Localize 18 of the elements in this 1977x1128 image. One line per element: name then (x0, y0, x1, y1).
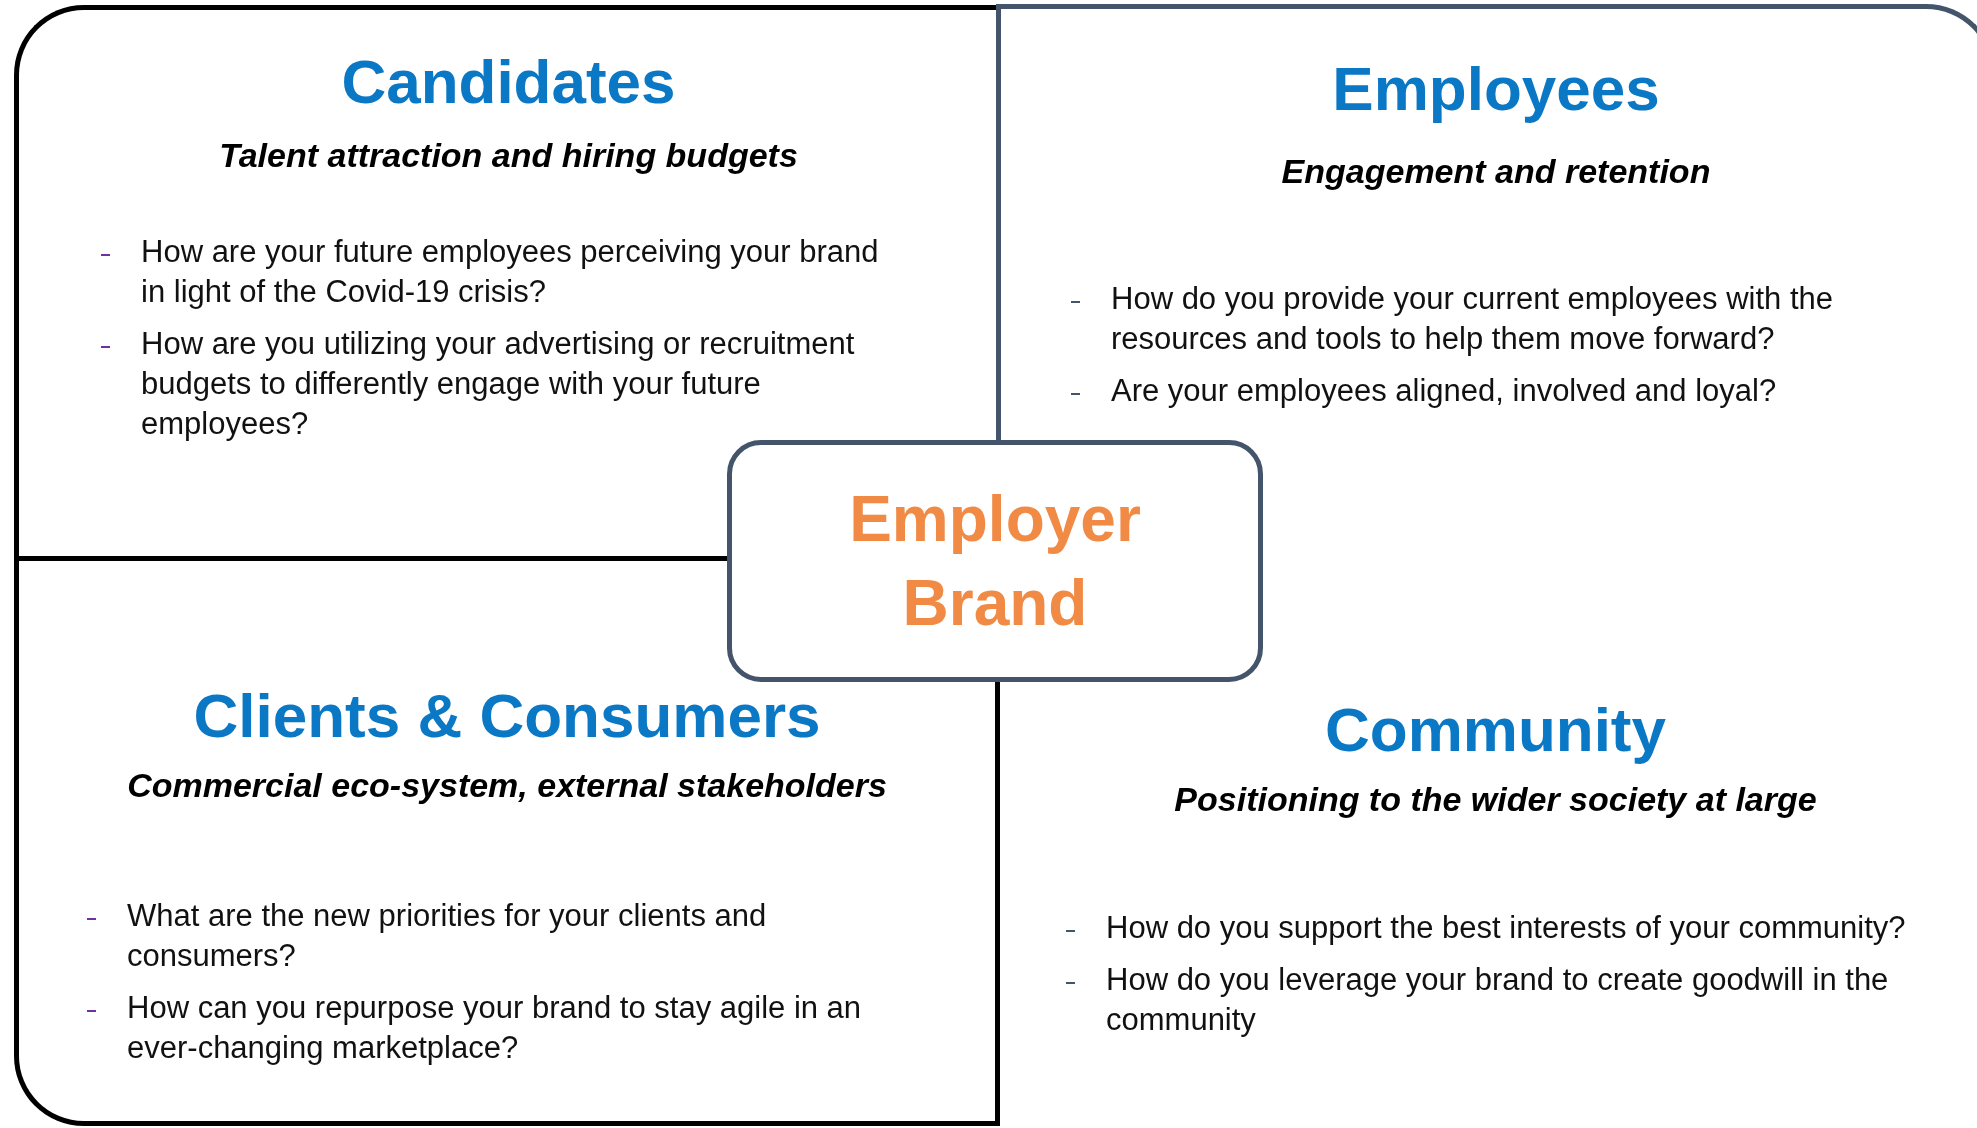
center-title: Employer Brand (848, 482, 1142, 641)
quadrant-subtitle: Commercial eco-system, external stakeholders (127, 766, 887, 804)
quadrant-heading: Community (1325, 695, 1666, 764)
quadrant-subtitle: Engagement and retention (1281, 152, 1711, 190)
question-text: How do you support the best interests of your community? (1106, 910, 1906, 945)
question-text: How do you leverage your brand to create goodwill in the community (1106, 962, 1889, 1037)
question-text: What are the new priorities for your clients and consumers? (127, 898, 767, 973)
quadrant-heading: Employees (1332, 54, 1660, 123)
question-text: How are you utilizing your advertising or recruitment budgets to differently engage with your future employees? (141, 326, 855, 441)
question-text: How do you provide your current employees with the resources and tools to help them move forward? (1111, 281, 1833, 356)
question-text: How are your future employees perceiving your brand in light of the Covid-19 crisis? (141, 234, 879, 309)
quadrant-heading: Candidates (341, 47, 676, 116)
question-text: How can you repurpose your brand to stay agile in an ever-changing marketplace? (127, 990, 862, 1065)
quadrant-heading: Clients & Consumers (193, 681, 821, 750)
quadrant-subtitle: Positioning to the wider society at large (1174, 780, 1817, 818)
quadrant-subtitle: Talent attraction and hiring budgets (219, 136, 798, 174)
question-text: Are your employees aligned, involved and loyal? (1111, 373, 1777, 408)
center-box (727, 440, 1263, 682)
